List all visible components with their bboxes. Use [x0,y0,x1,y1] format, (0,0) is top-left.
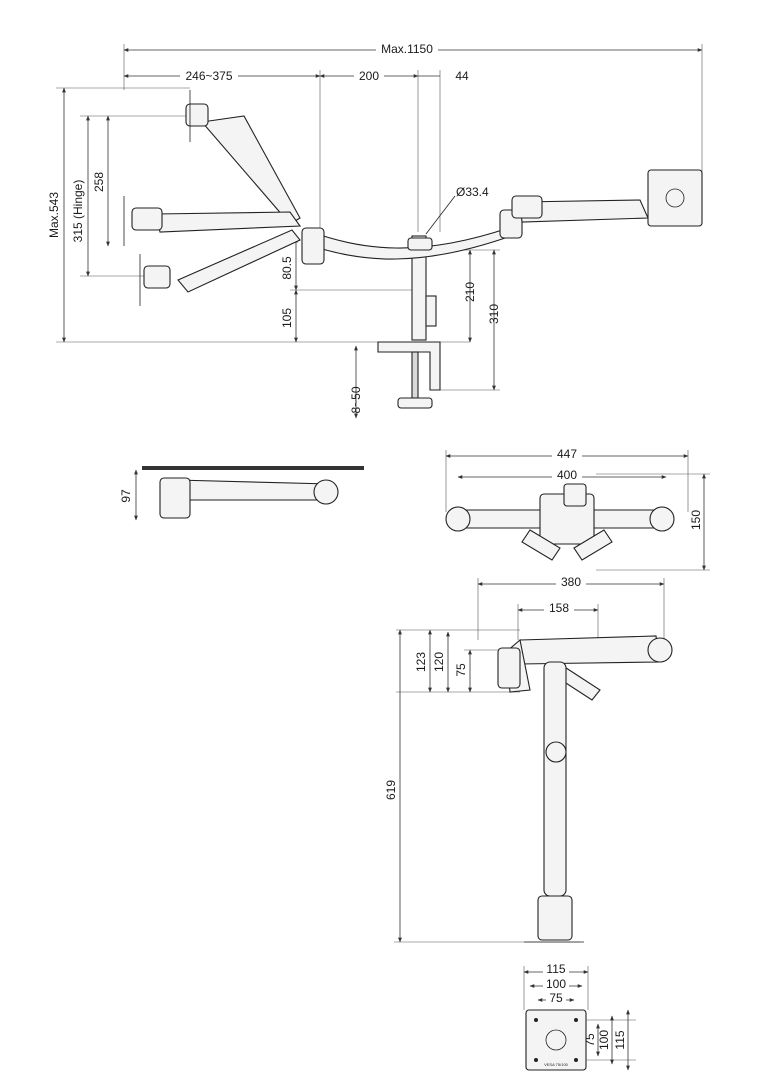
top-view: 97 [119,466,364,521]
rear-lower-left-joint [521,529,561,561]
rear-height-label: 150 [689,510,703,530]
vesa-outer-w-label: 115 [546,962,565,976]
vesa-hub [545,1029,567,1051]
clamp-screw [411,351,419,399]
arm-to-desk-label: 210 [463,282,477,302]
right-arm-joint [511,195,543,219]
plan-upper-arm [519,635,661,665]
desk-edge [142,466,364,470]
right-vesa-plate [647,169,703,227]
lowered-tilt-head [143,265,171,289]
rear-overall-label: 447 [557,447,577,461]
max-width-label: Max.1150 [381,42,433,56]
rear-view: 447 400 150 [445,446,710,571]
rear-inner-label: 400 [557,468,577,482]
vesa-mid-w-label: 100 [546,977,566,991]
rear-right-end [649,506,675,532]
clamp-body [377,341,441,391]
pole-collar [425,295,437,327]
pole-cap [407,237,433,251]
left-elbow [301,227,325,265]
left-arm-level [155,211,302,233]
pole-offset-label: 44 [455,69,469,83]
left-arm-raised [200,115,301,225]
vesa-inner-h-label: 75 [583,1033,597,1047]
vesa-plate [525,1009,587,1071]
top-depth-label: 97 [119,489,133,503]
hinge-height-label: 315 (Hinge) [71,180,85,243]
plan-width-label: 380 [561,575,581,589]
label-bg [544,600,574,614]
raised-tilt-head [185,103,209,127]
vesa-hole [574,1018,578,1022]
base-height-label: 105 [280,308,294,328]
level-tilt-head [131,207,163,231]
label-bg [354,67,384,82]
vesa-plate-view: 115 100 75 VESA 75/100 75 100 115 [523,962,636,1071]
vesa-inner-w-label: 75 [549,991,563,1005]
reach-label: 246~375 [185,69,232,83]
flat-arm [175,479,331,501]
vesa-hole [574,1058,578,1062]
plan-tilt-block [497,647,521,689]
arm-height-label: 80.5 [280,256,294,280]
label-bg [556,574,586,588]
tilt-height-label: 258 [92,172,106,192]
label-bg [546,991,566,1004]
clamp-range-label: 8~50 [349,386,363,413]
plan-upper-arm-end [647,637,673,663]
label-bg [552,446,582,460]
plan-arm-base [537,895,573,941]
side-view: Max.1150 246~375 200 44 Ø33.4 Max.543 31… [47,40,703,419]
plan-view: 380 158 123 120 75 619 [384,574,673,943]
rear-left-end [445,506,471,532]
plan-h2-label: 120 [432,652,446,672]
plan-length-label: 619 [384,780,398,800]
pole-diameter-label: Ø33.4 [456,185,489,199]
flat-arm-end [313,479,339,505]
vesa-outer-h-label: 115 [613,1030,627,1049]
plan-h3-label: 75 [454,663,468,677]
left-arm-lowered [177,229,301,293]
right-vesa-hub [665,188,685,208]
arm-to-clamp-label: 310 [487,304,501,324]
plan-arm-pivot [545,741,567,763]
rear-lower-right-joint [573,529,613,561]
vesa-plate-label: VESA 75/100 [544,1062,569,1067]
plan-long-arm [543,661,567,897]
plan-h1-label: 123 [414,652,428,672]
vesa-mid-h-label: 100 [597,1030,611,1050]
flat-arm-base [159,477,191,519]
plan-inner-label: 158 [549,601,569,615]
pole [411,235,427,341]
label-bg [543,977,569,990]
max-height-label: Max.543 [47,192,61,238]
offset-label: 200 [359,69,379,83]
clamp-knob [397,397,433,409]
label-bg [543,962,569,975]
label-bg [376,40,438,56]
label-bg [552,467,582,481]
vesa-hole [534,1058,538,1062]
label-bg [180,67,238,82]
desk-mount [377,235,441,409]
vesa-hole [534,1018,538,1022]
rear-top-joint [563,483,587,507]
leader-line [425,195,456,235]
